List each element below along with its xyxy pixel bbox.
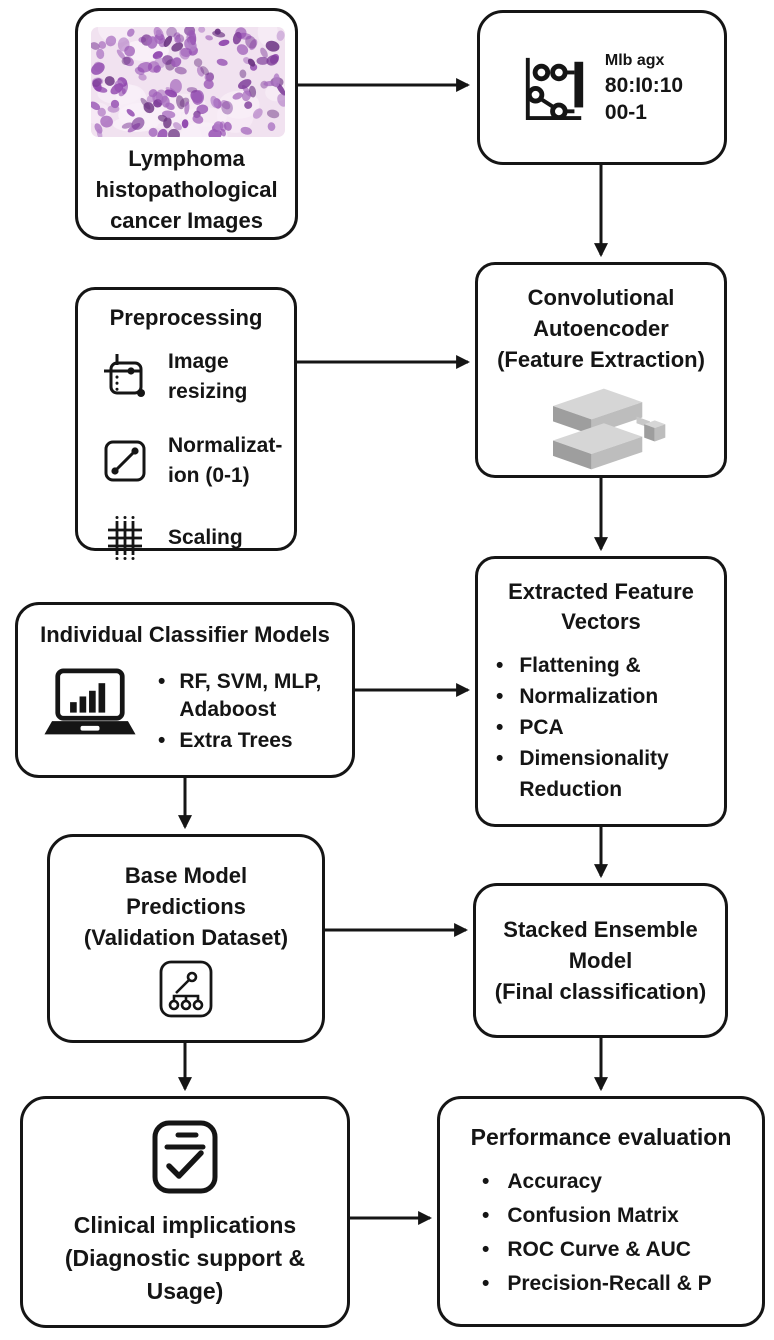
list-item: Extra Trees — [158, 727, 321, 755]
resize-icon — [104, 354, 145, 397]
ensemble-box: Stacked Ensemble Model (Final classifica… — [473, 883, 728, 1038]
autoencoder-line-3: (Feature Extraction) — [497, 347, 705, 372]
bullet-dot — [158, 668, 165, 724]
features-list: Flattening & Normalization PCA Dimension… — [496, 650, 724, 805]
preprocessing-item-scaling: Scaling — [102, 515, 294, 561]
list-item: Dimensionality Reduction — [496, 743, 724, 805]
clipboard-check-icon — [152, 1120, 218, 1194]
preprocessing-box: Preprocessing Image resizing — [75, 287, 297, 560]
bullet-dot — [496, 681, 503, 712]
bullet-dot — [496, 743, 503, 805]
bullet-dot — [496, 712, 503, 743]
normalization-icon — [104, 440, 146, 482]
classifiers-list: RF, SVM, MLP, Adaboost Extra Trees — [158, 668, 321, 755]
preprocessing-item-label: Normalizat- ion (0-1) — [168, 434, 283, 487]
list-item: ROC Curve & AUC — [482, 1233, 762, 1267]
preprocessing-item-label: Scaling — [168, 526, 243, 549]
lymphoma-box-label: Lymphoma histopathological cancer Images — [78, 143, 295, 236]
base-model-box: Base Model Predictions (Validation Datas… — [47, 834, 325, 1043]
lymphoma-line-2: histopathological — [95, 177, 278, 202]
lymphoma-images-box: Lymphoma histopathological cancer Images — [75, 8, 298, 240]
split-line-3: 00-1 — [604, 100, 647, 124]
features-box: Extracted Feature Vectors Flattening & N… — [475, 556, 727, 827]
data-split-box: Mlb agx 80:I0:10 00-1 — [477, 10, 727, 165]
scaling-icon — [108, 516, 142, 560]
autoencoder-box: Convolutional Autoencoder (Feature Extra… — [475, 262, 727, 478]
base-model-label: Base Model Predictions (Validation Datas… — [83, 863, 289, 950]
list-item: Accuracy — [482, 1165, 762, 1199]
preprocessing-item-label: Image resizing — [168, 350, 248, 403]
split-line-1: Mlb agx — [604, 51, 665, 69]
classifiers-title: Individual Classifier Models — [40, 622, 330, 647]
data-split-label: Mlb agx 80:I0:10 00-1 — [605, 50, 683, 126]
bullet-dot — [158, 727, 165, 755]
bullet-dot — [482, 1233, 489, 1267]
hierarchy-icon — [159, 960, 213, 1018]
autoencoder-line-1: Convolutional — [527, 285, 675, 310]
preprocessing-item-resize: Image resizing — [102, 347, 294, 407]
preprocessing-item-normalization: Normalizat- ion (0-1) — [102, 431, 294, 491]
ensemble-label: Stacked Ensemble Model (Final classifica… — [494, 917, 707, 1004]
laptop-chart-icon — [44, 668, 136, 735]
data-split-icon — [525, 57, 584, 120]
autoencoder-line-2: Autoencoder — [533, 316, 669, 341]
bullet-dot — [496, 650, 503, 681]
list-item: Confusion Matrix — [482, 1199, 762, 1233]
autoencoder-layers-icon — [553, 388, 666, 470]
list-item: Flattening & — [496, 650, 724, 681]
features-title: Extracted Feature Vectors — [508, 579, 694, 634]
lymphoma-line-3: cancer Images — [110, 208, 263, 233]
performance-box: Performance evaluation Accuracy Confusio… — [437, 1096, 765, 1327]
classifiers-box: Individual Classifier Models RF, SVM, ML… — [15, 602, 355, 778]
performance-list: Accuracy Confusion Matrix ROC Curve & AU… — [482, 1165, 762, 1301]
bullet-dot — [482, 1199, 489, 1233]
bullet-dot — [482, 1267, 489, 1301]
lymphoma-line-1: Lymphoma — [128, 146, 245, 171]
bullet-dot — [482, 1165, 489, 1199]
list-item: Precision-Recall & P — [482, 1267, 762, 1301]
split-line-2: 80:I0:10 — [604, 73, 684, 97]
list-item: PCA — [496, 712, 724, 743]
clinical-label: Clinical implications (Diagnostic suppor… — [64, 1212, 306, 1304]
list-item: Normalization — [496, 681, 724, 712]
clinical-box: Clinical implications (Diagnostic suppor… — [20, 1096, 350, 1328]
autoencoder-label: Convolutional Autoencoder (Feature Extra… — [478, 265, 724, 375]
histology-image — [91, 27, 285, 137]
preprocessing-title: Preprocessing — [109, 305, 263, 330]
list-item: RF, SVM, MLP, Adaboost — [158, 668, 321, 724]
performance-title: Performance evaluation — [470, 1124, 732, 1150]
